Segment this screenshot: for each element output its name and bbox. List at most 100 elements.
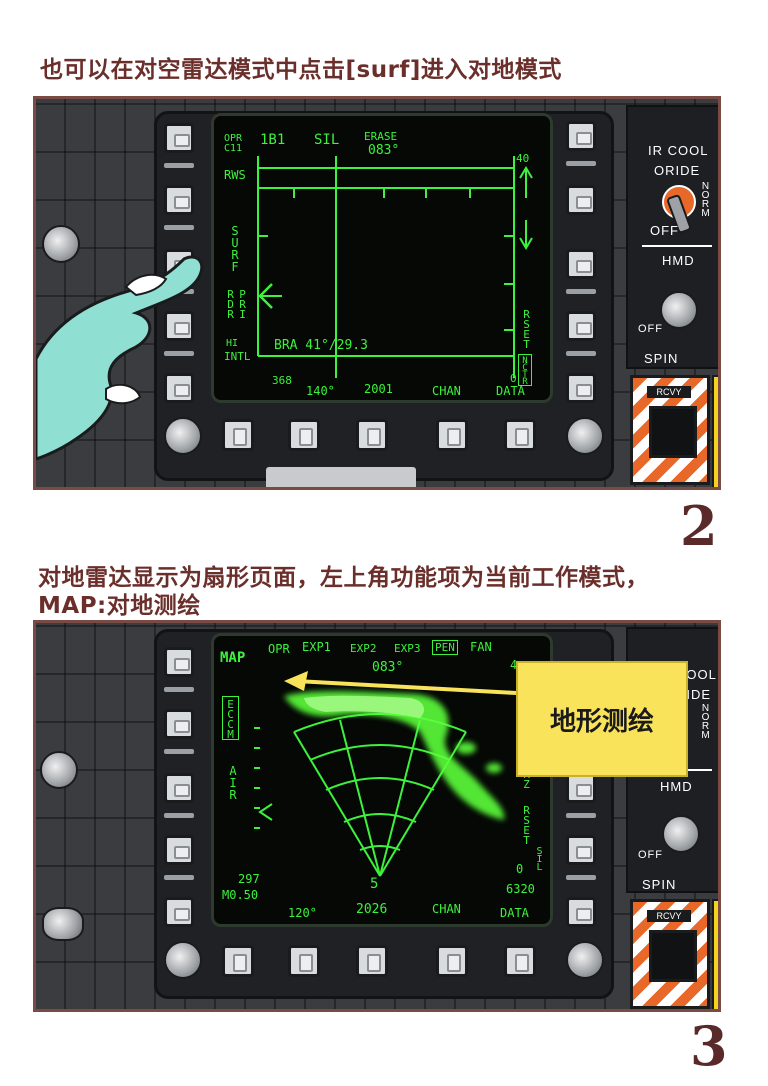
norm-label: NORM xyxy=(700,181,711,217)
osb-right-2[interactable] xyxy=(566,185,596,215)
opr-label: OPR xyxy=(268,642,290,656)
hmd-off-label: OFF xyxy=(638,849,663,861)
osb-divider xyxy=(164,749,194,754)
pri-label: PRI xyxy=(236,288,249,318)
osb-divider xyxy=(566,351,596,356)
osb-divider xyxy=(566,875,596,880)
rcvy-label: RCVY xyxy=(647,386,691,398)
rdr-label: RDR xyxy=(224,288,237,318)
osb-left-5[interactable] xyxy=(164,897,194,927)
osb-divider xyxy=(164,875,194,880)
r-value-readout: 6320 xyxy=(506,882,535,896)
air-label: AIR xyxy=(226,764,240,800)
left-lower-knob[interactable] xyxy=(42,907,84,941)
hi-label: HI xyxy=(226,338,239,349)
osb-divider xyxy=(566,813,596,818)
osb-bottom-2[interactable] xyxy=(288,945,320,977)
hmd-label: HMD xyxy=(662,253,695,268)
annotation-arrow xyxy=(284,671,517,695)
osb-bottom-5[interactable] xyxy=(504,945,536,977)
osb-bottom-2[interactable] xyxy=(288,419,320,451)
osb-bottom-5[interactable] xyxy=(504,419,536,451)
rcvy-window xyxy=(649,930,697,982)
osb-bottom-1[interactable] xyxy=(222,945,254,977)
step-number-2: 2 xyxy=(680,494,718,558)
altitude-readout: 297 xyxy=(238,872,260,886)
osb-divider xyxy=(566,161,596,166)
norm-label: NORM xyxy=(700,703,711,739)
hmd-knob[interactable] xyxy=(660,291,698,329)
bottom-time: 2001 xyxy=(364,382,393,396)
mfd-screen-ground-map: MAP OPR EXP1 EXP2 EXP3 PEN FAN 083° 4 EC… xyxy=(211,633,553,927)
spin-label: SPIN xyxy=(642,877,677,892)
osb-bottom-3[interactable] xyxy=(356,419,388,451)
exp2-label: EXP2 xyxy=(350,642,377,655)
bottom-heading: 140° xyxy=(306,384,335,398)
map-mode-label: MAP xyxy=(220,650,246,666)
heading-readout: 083° xyxy=(372,660,404,675)
hmd-label: HMD xyxy=(660,779,693,794)
oride-label: ORIDE xyxy=(654,163,701,178)
rcvy-switch[interactable]: RCVY xyxy=(630,375,710,485)
osb-left-5[interactable] xyxy=(164,373,194,403)
rset-label: RSET xyxy=(520,308,533,348)
panel-step3: MAP OPR EXP1 EXP2 EXP3 PEN FAN 083° 4 EC… xyxy=(33,620,721,1012)
spin-label: SPIN xyxy=(644,351,679,366)
altitude-readout: 368 xyxy=(272,374,292,387)
osb-right-4[interactable] xyxy=(566,835,596,865)
surf-label: SURF xyxy=(228,224,242,272)
bottom-heading: 120° xyxy=(288,906,317,920)
osb-right-5[interactable] xyxy=(566,897,596,927)
exp1-label: EXP1 xyxy=(302,640,331,654)
mfd-screen-air: OPR C11 1B1 SIL ERASE 083° RWS SURF RDR … xyxy=(211,113,553,403)
osb-left-2[interactable] xyxy=(164,709,194,739)
bra-readout: BRA 41°/29.3 xyxy=(274,338,368,353)
osb-bottom-4[interactable] xyxy=(436,945,468,977)
terrain-mapping-callout: 地形测绘 xyxy=(516,661,688,777)
osb-divider xyxy=(164,225,194,230)
osb-divider xyxy=(164,687,194,692)
data-label: DATA xyxy=(496,384,525,398)
brightness-knob[interactable] xyxy=(164,941,202,979)
intl-label: INTL xyxy=(224,350,251,363)
osb-left-4[interactable] xyxy=(164,835,194,865)
left-knob[interactable] xyxy=(42,225,80,263)
contrast-knob[interactable] xyxy=(566,941,604,979)
osb-right-5[interactable] xyxy=(566,373,596,403)
osb-bottom-3[interactable] xyxy=(356,945,388,977)
step3-caption-line1: 对地雷达显示为扇形页面，左上角功能项为当前工作模式， xyxy=(38,565,649,591)
chan-label: CHAN xyxy=(432,384,461,398)
mode-1b1: 1B1 xyxy=(260,132,286,148)
rcvy-switch[interactable]: RCVY xyxy=(630,899,710,1009)
spin-indicator-bar xyxy=(712,375,718,487)
hmd-knob[interactable] xyxy=(662,815,700,853)
brightness-knob[interactable] xyxy=(164,417,202,455)
osb-right-3[interactable] xyxy=(566,249,596,279)
heading-readout: 083° xyxy=(368,143,400,158)
sil-label: SIL xyxy=(314,132,340,148)
spin-indicator-bar xyxy=(712,899,718,1009)
osb-right-1[interactable] xyxy=(566,121,596,151)
divider xyxy=(642,245,712,247)
step-number-3: 3 xyxy=(690,1014,728,1078)
rcvy-label: RCVY xyxy=(647,910,691,922)
nctr-label: NCTR xyxy=(518,354,532,386)
osb-bottom-1[interactable] xyxy=(222,419,254,451)
range-zero: 0 xyxy=(516,862,524,876)
osb-left-2[interactable] xyxy=(164,185,194,215)
osb-left-1[interactable] xyxy=(164,123,194,153)
fan-label: FAN xyxy=(470,640,492,654)
osb-left-4[interactable] xyxy=(164,311,194,341)
osb-right-4[interactable] xyxy=(566,311,596,341)
osb-bottom-4[interactable] xyxy=(436,419,468,451)
range-top: 40 xyxy=(516,152,530,165)
left-knob[interactable] xyxy=(40,751,78,789)
contrast-knob[interactable] xyxy=(566,417,604,455)
osb-left-map[interactable] xyxy=(164,647,194,677)
osb-divider xyxy=(566,289,596,294)
osb-divider xyxy=(164,813,194,818)
hmd-off-label: OFF xyxy=(638,323,663,335)
osb-left-3[interactable] xyxy=(164,773,194,803)
chan-label: CHAN xyxy=(432,902,461,916)
osb-divider xyxy=(164,163,194,168)
